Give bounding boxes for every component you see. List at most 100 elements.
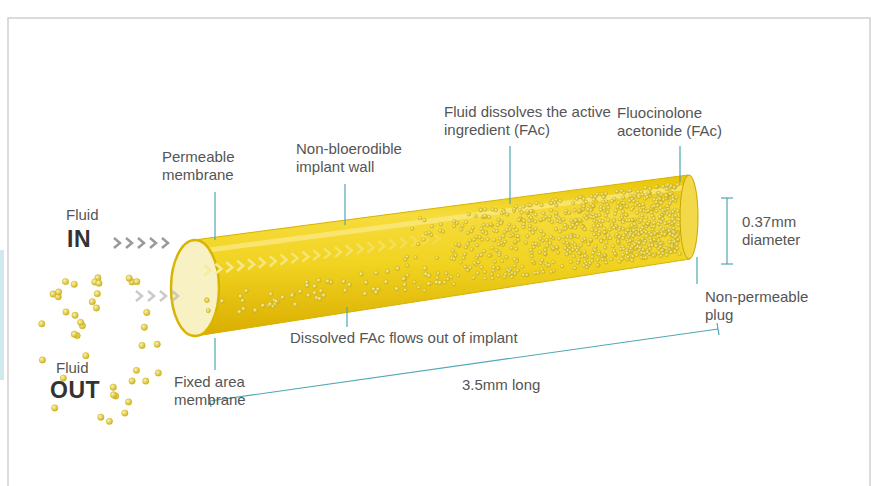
particle xyxy=(604,261,608,265)
particle xyxy=(557,237,561,241)
particle xyxy=(423,266,427,270)
particle xyxy=(72,312,78,318)
particle xyxy=(452,257,456,261)
particle xyxy=(577,258,581,262)
chevron xyxy=(138,238,144,248)
particle xyxy=(666,204,670,208)
particle xyxy=(518,217,522,221)
particle xyxy=(663,233,667,237)
particle xyxy=(673,240,677,244)
particle xyxy=(612,219,616,223)
particle xyxy=(578,210,582,214)
particle xyxy=(515,205,519,209)
particle xyxy=(575,222,579,226)
particle xyxy=(476,254,480,258)
particle xyxy=(456,274,460,278)
particle xyxy=(531,260,535,264)
chevron xyxy=(172,291,178,301)
particle xyxy=(663,234,667,238)
particle xyxy=(645,195,649,199)
particle xyxy=(604,214,608,218)
particle xyxy=(516,234,520,238)
particle xyxy=(139,342,145,348)
particle xyxy=(464,246,468,250)
particle xyxy=(631,218,635,222)
particle xyxy=(445,272,449,276)
particle xyxy=(503,240,507,244)
particle xyxy=(569,236,573,240)
particle xyxy=(322,293,326,297)
part-label: Non-bloerodible implant wall xyxy=(296,140,446,176)
particle xyxy=(676,182,680,186)
particle xyxy=(621,236,625,240)
chevron xyxy=(368,243,374,253)
particle xyxy=(573,266,577,270)
particle xyxy=(466,268,470,272)
particle xyxy=(643,251,647,255)
particle xyxy=(583,250,587,254)
particle xyxy=(641,202,645,206)
particle xyxy=(602,207,606,211)
particle xyxy=(497,243,501,247)
chevron xyxy=(335,247,341,257)
particle xyxy=(648,252,652,256)
particle xyxy=(205,298,209,302)
particle xyxy=(660,201,664,205)
particle xyxy=(517,218,521,222)
particle xyxy=(326,279,330,283)
particle xyxy=(670,245,674,249)
particle xyxy=(410,227,414,231)
particle xyxy=(93,305,99,311)
particle xyxy=(589,239,593,243)
particle xyxy=(126,275,132,281)
particle xyxy=(647,191,651,195)
particle xyxy=(626,228,630,232)
particle xyxy=(590,207,594,211)
particle xyxy=(547,263,551,267)
particle xyxy=(495,249,499,253)
chevron xyxy=(136,291,142,301)
particle xyxy=(589,238,593,242)
plug xyxy=(680,175,698,259)
side-tab xyxy=(0,250,4,380)
particle xyxy=(649,233,653,237)
particle xyxy=(574,219,578,223)
chevron xyxy=(160,291,166,301)
particle xyxy=(403,282,407,286)
particle xyxy=(539,219,543,223)
particle xyxy=(106,418,112,424)
leader-lines xyxy=(209,146,733,407)
particle xyxy=(636,201,640,205)
particle xyxy=(237,310,241,314)
particle xyxy=(655,200,659,204)
particle xyxy=(659,201,663,205)
particle xyxy=(554,198,558,202)
particle xyxy=(614,209,618,213)
particle xyxy=(578,209,582,213)
particle xyxy=(571,201,575,205)
particle xyxy=(544,248,548,252)
particle xyxy=(598,213,602,217)
particle xyxy=(583,254,587,258)
particle xyxy=(502,210,506,214)
particle xyxy=(508,269,512,273)
part-label: Fluocinolone acetonide (FAc) xyxy=(617,104,767,140)
particle xyxy=(617,240,621,244)
particle xyxy=(374,290,378,294)
particle xyxy=(52,405,58,411)
particle xyxy=(413,280,417,284)
particle xyxy=(638,240,642,244)
particle xyxy=(406,264,410,268)
particle xyxy=(529,248,533,252)
particle xyxy=(459,261,463,265)
flow-chevrons xyxy=(114,233,439,301)
particle xyxy=(274,299,278,303)
particle xyxy=(594,245,598,249)
particle xyxy=(665,253,669,257)
chevron xyxy=(126,238,132,248)
particle xyxy=(490,273,494,277)
particle xyxy=(590,194,594,198)
particle xyxy=(637,195,641,199)
particle xyxy=(577,251,581,255)
